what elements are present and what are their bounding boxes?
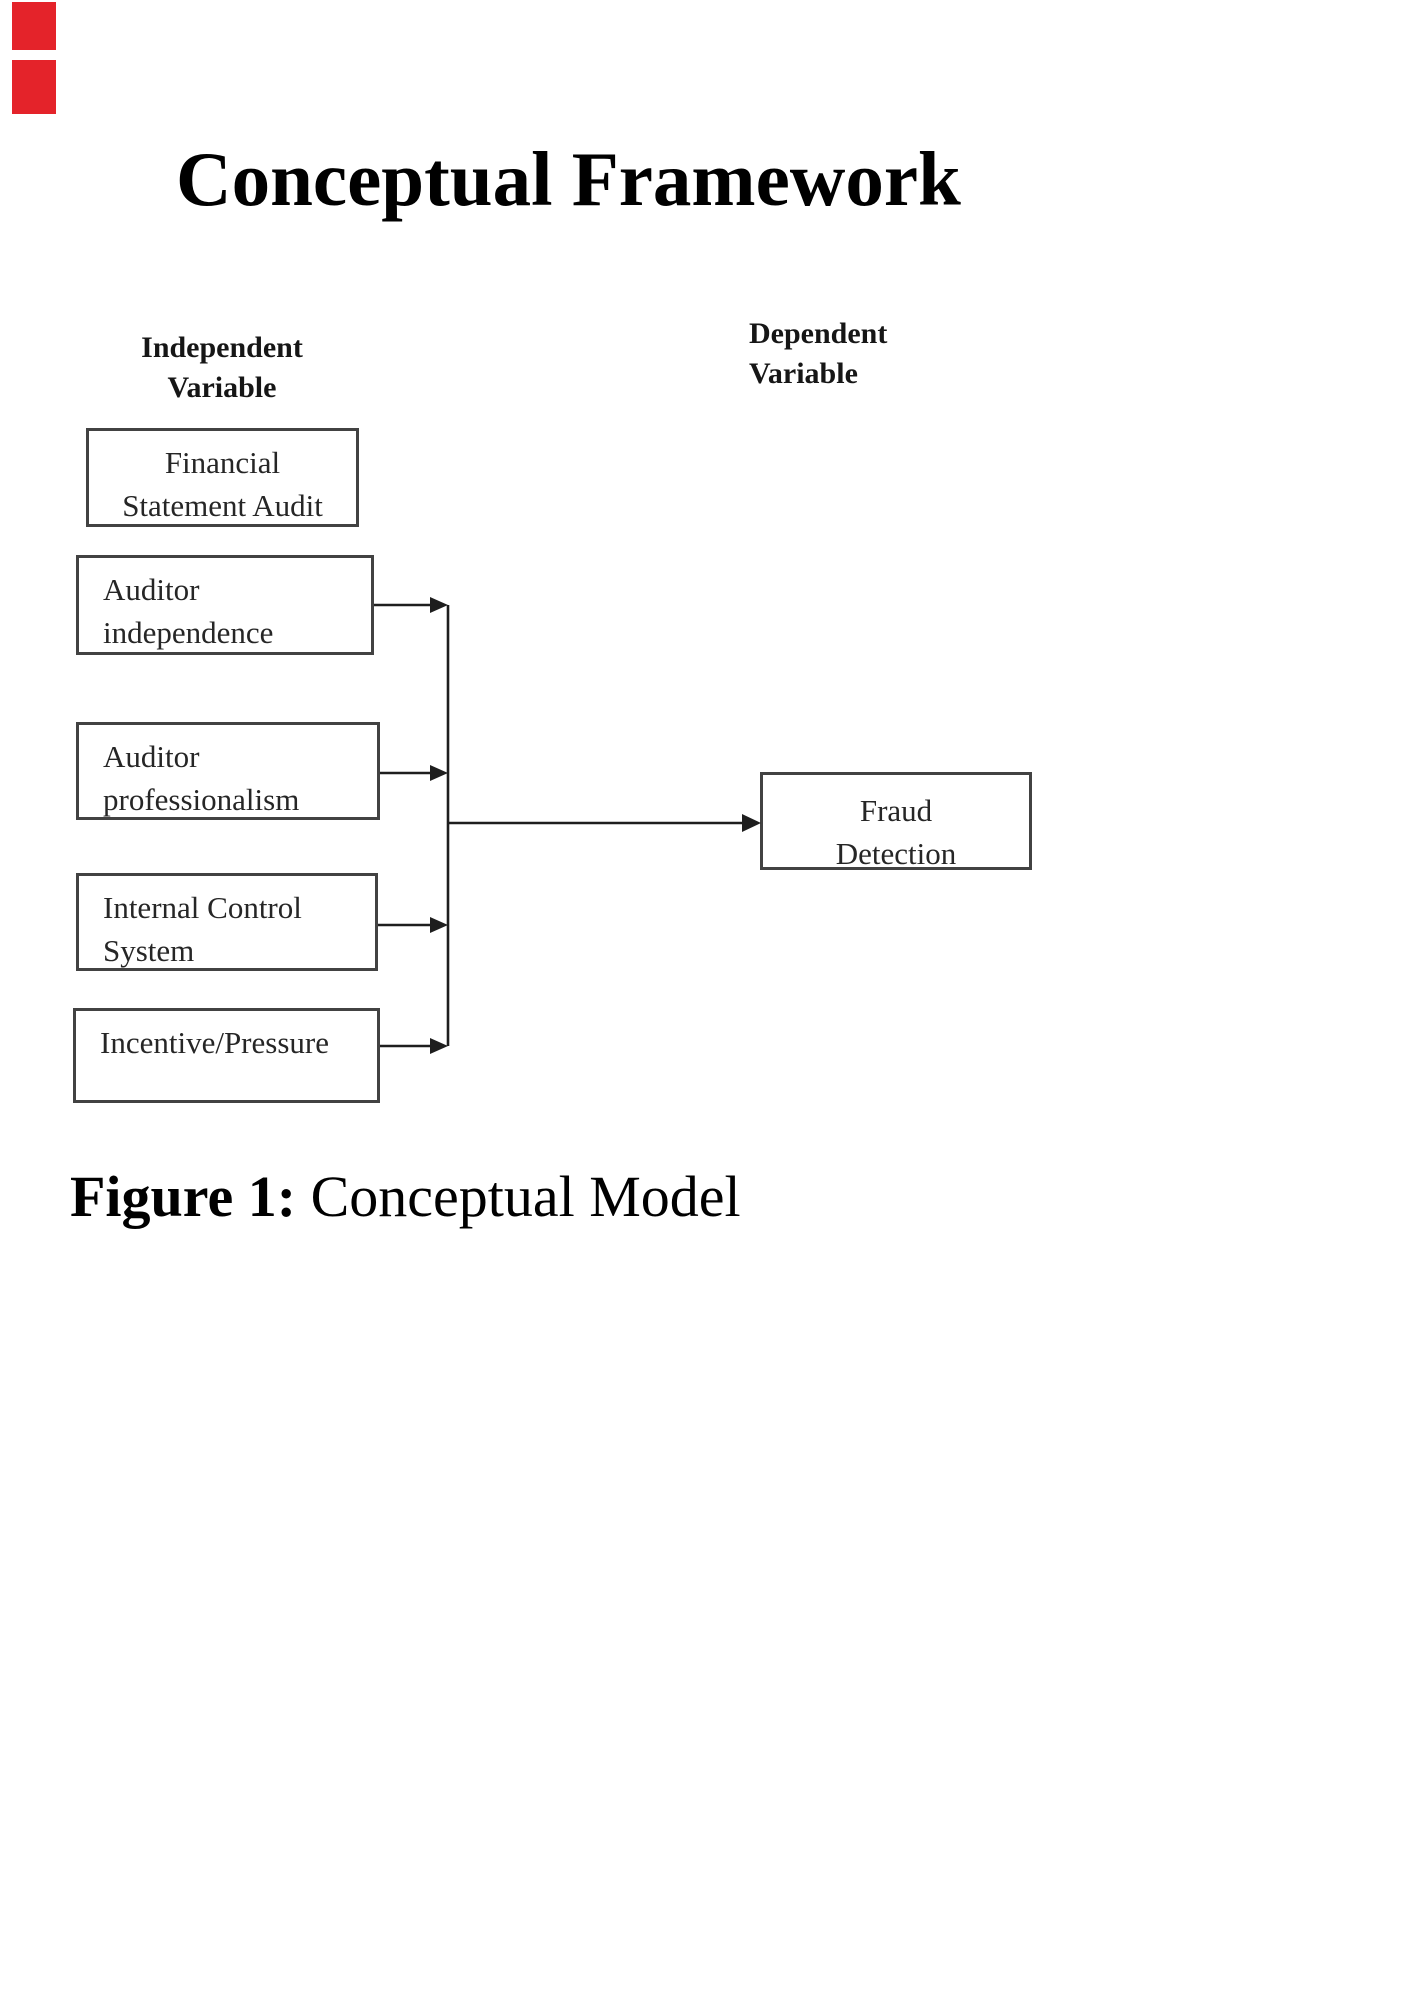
arrowhead-fraud-detection: [742, 814, 761, 832]
auditor-independence-box: Auditor independence: [76, 555, 374, 655]
redaction-mark-top: [12, 2, 56, 50]
figure-caption-text: Conceptual Model: [296, 1164, 741, 1229]
auditor-professionalism-box: Auditor professionalism: [76, 722, 380, 820]
incentive-pressure-box: Incentive/Pressure: [73, 1008, 380, 1103]
fraud-detection-box: Fraud Detection: [760, 772, 1032, 871]
arrowhead-incentive-pressure: [430, 1038, 448, 1054]
financial-statement-audit-box: Financial Statement Audit: [86, 428, 359, 527]
figure-caption: Figure 1: Conceptual Model: [70, 1164, 741, 1231]
redaction-mark-bottom: [12, 60, 56, 114]
figure-caption-label: Figure 1:: [70, 1164, 297, 1229]
arrowhead-internal-control: [430, 917, 448, 933]
arrowhead-auditor-independence: [430, 597, 448, 613]
arrowhead-auditor-professionalism: [430, 765, 448, 781]
internal-control-system-box: Internal Control System: [76, 873, 378, 971]
independent-variable-header: Independent Variable: [141, 331, 303, 404]
dependent-variable-header: Dependent Variable: [749, 317, 888, 390]
page-title: Conceptual Framework: [176, 136, 961, 222]
